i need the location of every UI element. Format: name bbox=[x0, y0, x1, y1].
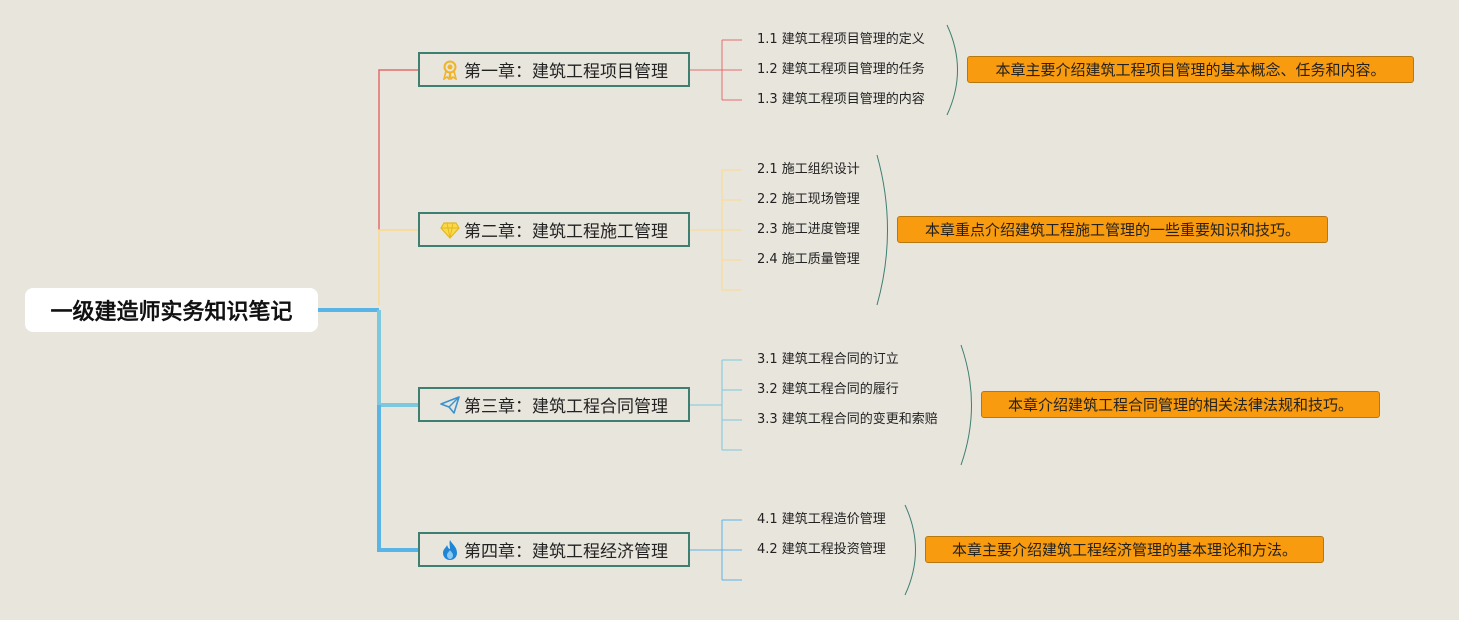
section-3-1[interactable]: 3.1 建筑工程合同的订立 bbox=[757, 352, 899, 367]
summary-bracket-ch2 bbox=[876, 154, 888, 306]
section-2-3[interactable]: 2.3 施工进度管理 bbox=[757, 222, 860, 237]
summary-ch4-text: 本章主要介绍建筑工程经济管理的基本理论和方法。 bbox=[951, 541, 1297, 559]
branch-line-ch1 bbox=[378, 69, 418, 230]
diamond-icon bbox=[440, 220, 460, 240]
chapter-1-title: 第一章：建筑工程项目管理 bbox=[464, 62, 668, 82]
section-3-2[interactable]: 3.2 建筑工程合同的履行 bbox=[757, 382, 899, 397]
summary-ch2-text: 本章重点介绍建筑工程施工管理的一些重要知识和技巧。 bbox=[924, 221, 1300, 239]
section-lines-ch3 bbox=[690, 359, 742, 451]
summary-bracket-ch4 bbox=[904, 504, 916, 596]
section-lines-ch1 bbox=[690, 39, 742, 101]
section-lines-ch4 bbox=[690, 519, 742, 581]
section-3-3[interactable]: 3.3 建筑工程合同的变更和索赔 bbox=[757, 412, 938, 427]
section-1-2[interactable]: 1.2 建筑工程项目管理的任务 bbox=[757, 62, 925, 77]
summary-ch1-text: 本章主要介绍建筑工程项目管理的基本概念、任务和内容。 bbox=[995, 61, 1386, 79]
section-4-2[interactable]: 4.2 建筑工程投资管理 bbox=[757, 542, 886, 557]
branch-line-ch4 bbox=[377, 405, 418, 552]
summary-ch3[interactable]: 本章介绍建筑工程合同管理的相关法律法规和技巧。 bbox=[981, 391, 1380, 418]
root-topic[interactable]: 一级建造师实务知识笔记 bbox=[25, 288, 318, 332]
flame-icon bbox=[440, 539, 460, 560]
chapter-2-title: 第二章：建筑工程施工管理 bbox=[464, 222, 668, 242]
chapter-3-topic[interactable]: 第三章：建筑工程合同管理 bbox=[418, 387, 690, 422]
summary-ch1[interactable]: 本章主要介绍建筑工程项目管理的基本概念、任务和内容。 bbox=[967, 56, 1414, 83]
paper-plane-icon bbox=[440, 395, 460, 415]
branch-line-ch3 bbox=[377, 310, 418, 407]
branch-line-ch2 bbox=[378, 229, 418, 305]
chapter-3-title: 第三章：建筑工程合同管理 bbox=[464, 397, 668, 417]
root-title: 一级建造师实务知识笔记 bbox=[50, 300, 293, 325]
chapter-4-topic[interactable]: 第四章：建筑工程经济管理 bbox=[418, 532, 690, 567]
chapter-1-topic[interactable]: 第一章：建筑工程项目管理 bbox=[418, 52, 690, 87]
summary-ch3-text: 本章介绍建筑工程合同管理的相关法律法规和技巧。 bbox=[1007, 396, 1353, 414]
summary-bracket-ch3 bbox=[960, 344, 972, 466]
section-1-1[interactable]: 1.1 建筑工程项目管理的定义 bbox=[757, 32, 925, 47]
section-2-4[interactable]: 2.4 施工质量管理 bbox=[757, 252, 860, 267]
section-4-1[interactable]: 4.1 建筑工程造价管理 bbox=[757, 512, 886, 527]
section-2-2[interactable]: 2.2 施工现场管理 bbox=[757, 192, 860, 207]
chapter-4-title: 第四章：建筑工程经济管理 bbox=[464, 542, 668, 562]
award-medal-icon bbox=[440, 60, 460, 80]
chapter-2-topic[interactable]: 第二章：建筑工程施工管理 bbox=[418, 212, 690, 247]
section-1-3[interactable]: 1.3 建筑工程项目管理的内容 bbox=[757, 92, 925, 107]
summary-bracket-ch1 bbox=[946, 24, 958, 116]
section-lines-ch2 bbox=[690, 169, 742, 291]
summary-ch2[interactable]: 本章重点介绍建筑工程施工管理的一些重要知识和技巧。 bbox=[897, 216, 1328, 243]
section-2-1[interactable]: 2.1 施工组织设计 bbox=[757, 162, 860, 177]
summary-ch4[interactable]: 本章主要介绍建筑工程经济管理的基本理论和方法。 bbox=[925, 536, 1324, 563]
